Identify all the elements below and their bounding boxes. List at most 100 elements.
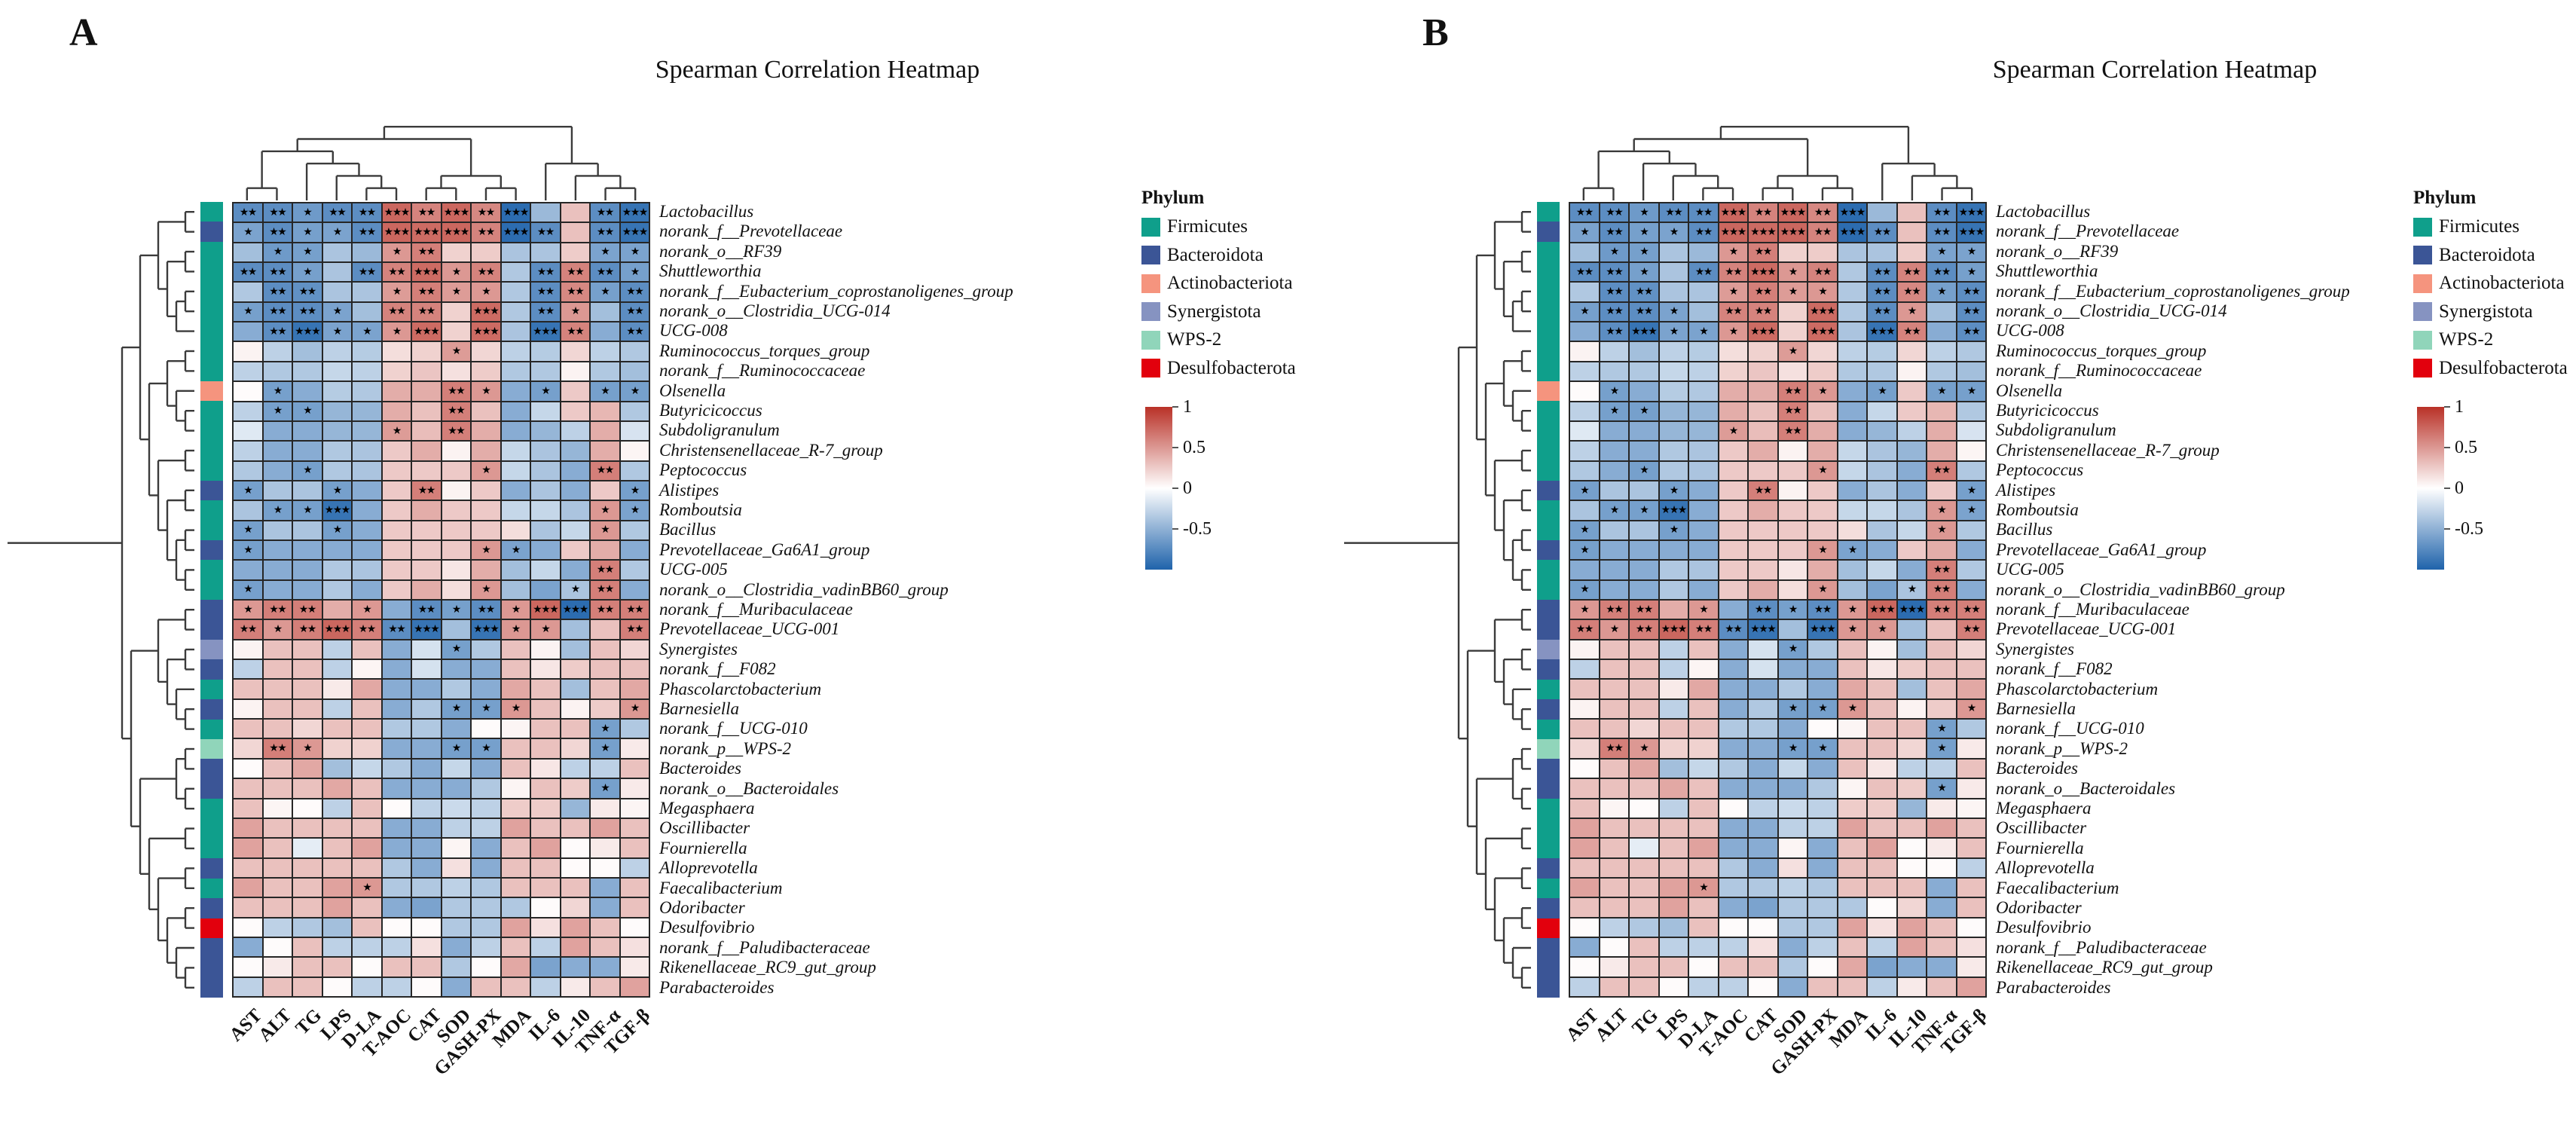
significance-stars: ★★ — [1784, 424, 1802, 437]
heatmap-cell — [234, 977, 262, 996]
heatmap-cell — [1689, 521, 1718, 539]
heatmap-cell: ★★ — [412, 481, 441, 500]
significance-stars: ★★★ — [1899, 603, 1926, 616]
significance-stars: ★ — [303, 265, 313, 278]
row-label: Bacteroides — [659, 759, 742, 778]
heatmap-cell — [353, 739, 381, 758]
heatmap-cell: ★ — [1570, 521, 1599, 539]
heatmap-cell — [620, 561, 649, 579]
heatmap-cell — [1689, 720, 1718, 738]
heatmap-cell — [591, 680, 619, 698]
legend-swatch — [1141, 217, 1160, 237]
legend-item-label: Synergistota — [2439, 301, 2533, 322]
significance-stars: ★★ — [1754, 603, 1773, 616]
heatmap-cell — [1689, 699, 1718, 719]
heatmap-cell: ★★★ — [531, 601, 560, 619]
heatmap-cell — [561, 937, 589, 957]
significance-stars: ★ — [481, 286, 491, 298]
row-label: Prevotellaceae_Ga6A1_group — [1996, 539, 2207, 559]
phylum-bar-segment — [200, 321, 223, 341]
significance-stars: ★ — [1639, 464, 1649, 477]
heatmap-cell — [1838, 342, 1866, 361]
row-label: Phascolarctobacterium — [659, 679, 822, 698]
significance-stars: ★ — [1699, 881, 1709, 894]
significance-stars: ★★★ — [1631, 325, 1658, 338]
heatmap-cell — [591, 977, 619, 996]
heatmap-cell: ★ — [1659, 302, 1688, 322]
heatmap-cell: ★★ — [472, 601, 500, 619]
heatmap-cell — [1957, 818, 1985, 838]
heatmap-cell — [1659, 918, 1688, 937]
heatmap-cell: ★ — [263, 501, 292, 520]
heatmap-cell — [1927, 918, 1956, 937]
heatmap-cell — [501, 442, 530, 460]
heatmap-cell — [322, 720, 351, 738]
heatmap-cell: ★★ — [263, 283, 292, 301]
heatmap-cell: ★ — [620, 243, 649, 262]
phylum-bar-segment — [200, 420, 223, 441]
heatmap-cell: ★ — [1957, 263, 1985, 282]
heatmap-cell — [1897, 977, 1926, 996]
heatmap-cell — [1897, 818, 1926, 838]
heatmap-cell — [1659, 442, 1688, 460]
heatmap-cell — [1957, 799, 1985, 818]
significance-stars: ★ — [481, 384, 491, 397]
heatmap-cell: ★ — [322, 322, 351, 341]
significance-stars: ★★★ — [1661, 623, 1688, 636]
chart-title-b: Spearman Correlation Heatmap — [1992, 56, 2318, 84]
row-label: Romboutsia — [1996, 500, 2079, 519]
heatmap-cell — [353, 640, 381, 659]
heatmap-cell — [1570, 640, 1599, 659]
heatmap-cell — [472, 818, 500, 838]
heatmap-cell — [561, 521, 589, 539]
heatmap-cell — [1689, 858, 1718, 877]
row-label: Prevotellaceae_Ga6A1_group — [659, 539, 870, 559]
heatmap-cell — [412, 561, 441, 579]
heatmap-cell — [353, 898, 381, 917]
heatmap-cell: ★★★ — [412, 263, 441, 282]
significance-stars: ★★ — [358, 265, 377, 278]
heatmap-cell: ★ — [472, 699, 500, 719]
heatmap-cell — [561, 342, 589, 361]
heatmap-cell: ★★★ — [322, 620, 351, 639]
heatmap-cell — [263, 699, 292, 719]
heatmap-cell — [1868, 818, 1896, 838]
heatmap-cell — [472, 421, 500, 441]
phylum-bar-segment — [1537, 778, 1560, 799]
heatmap-cell — [1778, 362, 1807, 381]
significance-stars: ★ — [1847, 702, 1858, 715]
heatmap-cell — [1808, 720, 1837, 738]
phylum-bar-segment — [1537, 759, 1560, 779]
row-label: norank_o__Bacteroidales — [659, 778, 839, 798]
legend-item-label: Actinobacteriota — [2439, 273, 2565, 293]
heatmap-cell — [263, 878, 292, 897]
colorbar-tick-label: 0.5 — [2455, 438, 2477, 457]
heatmap-cell — [501, 958, 530, 977]
heatmap-cell — [1778, 898, 1807, 917]
row-label: Prevotellaceae_UCG-001 — [1996, 619, 2177, 639]
heatmap-cell: ★ — [1778, 263, 1807, 282]
row-label: Prevotellaceae_UCG-001 — [659, 619, 840, 639]
significance-stars: ★ — [1788, 286, 1798, 298]
phylum-bar-segment — [200, 858, 223, 879]
heatmap-cell — [1630, 759, 1658, 778]
significance-stars: ★★ — [1606, 742, 1624, 755]
heatmap-cell — [1659, 243, 1688, 262]
heatmap-cell: ★ — [293, 461, 322, 480]
heatmap-cell: ★★ — [591, 601, 619, 619]
row-label: Oscillibacter — [659, 818, 750, 838]
heatmap-cell — [1957, 402, 1985, 420]
heatmap-cell — [293, 521, 322, 539]
heatmap-cell: ★ — [1808, 461, 1837, 480]
legend-item-label: WPS-2 — [1167, 329, 1222, 350]
legend-swatch — [1141, 359, 1160, 377]
heatmap-cell — [531, 501, 560, 520]
heatmap-cell — [1689, 501, 1718, 520]
heatmap-cell — [412, 680, 441, 698]
row-label: Butyricicoccus — [1996, 401, 2099, 420]
significance-stars: ★★ — [269, 265, 287, 278]
heatmap-cell — [1630, 958, 1658, 977]
heatmap-cell — [1719, 878, 1747, 897]
heatmap-cell — [1630, 937, 1658, 957]
heatmap-cell — [501, 461, 530, 480]
